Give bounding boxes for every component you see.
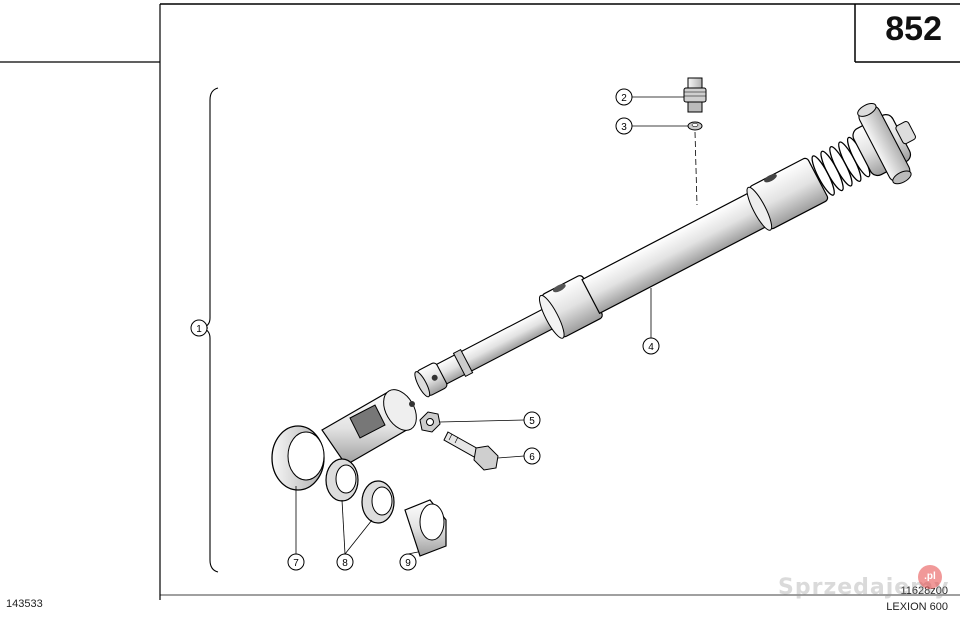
- document-id: 143533: [6, 598, 43, 610]
- bushing: [404, 499, 447, 557]
- model-name: LEXION 600: [886, 601, 948, 613]
- callout-1: 1: [190, 319, 208, 337]
- hex-nut: [419, 411, 441, 433]
- callout-9: 9: [399, 553, 417, 571]
- svg-text:7: 7: [293, 558, 299, 569]
- callout-6: 6: [523, 447, 541, 465]
- leader-lines: [201, 96, 688, 555]
- hex-bolt: [443, 431, 499, 471]
- rod-end-clevis: [321, 389, 417, 466]
- svg-text:9: 9: [405, 558, 411, 569]
- svg-text:5: 5: [529, 416, 535, 427]
- svg-text:2: 2: [621, 93, 627, 104]
- drawing-reference: 11628z00: [900, 585, 948, 597]
- svg-text:4: 4: [648, 342, 654, 353]
- grease-nipple: [683, 77, 707, 113]
- callout-2: 2: [615, 88, 633, 106]
- svg-text:1: 1: [196, 324, 202, 335]
- svg-text:3: 3: [621, 122, 627, 133]
- callout-4: 4: [642, 337, 660, 355]
- watermark-badge: .pl: [918, 565, 942, 589]
- hydraulic-cylinder: [414, 103, 916, 398]
- bearing-ring: [325, 458, 395, 524]
- callout-5: 5: [523, 411, 541, 429]
- callout-3: 3: [615, 117, 633, 135]
- eye-ring: [271, 425, 325, 491]
- sealing-washer: [687, 121, 703, 131]
- page-number: 852: [885, 10, 942, 48]
- callout-8: 8: [336, 553, 354, 571]
- svg-text:6: 6: [529, 452, 535, 463]
- svg-text:8: 8: [342, 558, 348, 569]
- assembly-axis: [694, 131, 698, 206]
- callout-7: 7: [287, 553, 305, 571]
